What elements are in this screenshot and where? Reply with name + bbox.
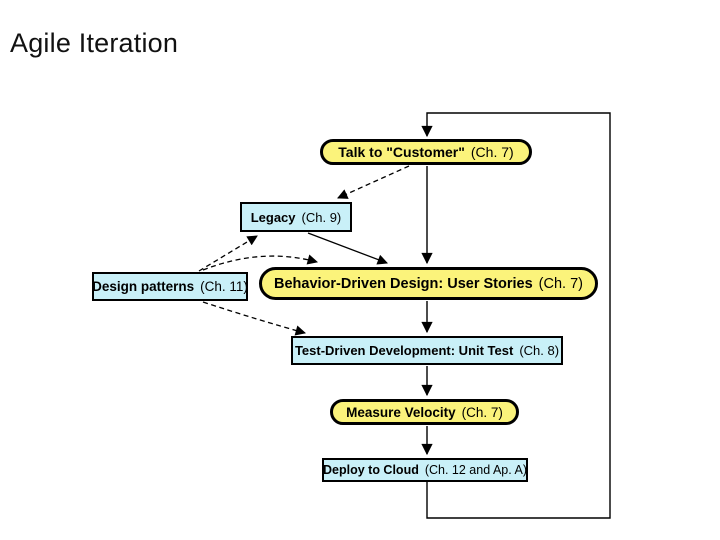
node-chapter-ref: (Ch. 7) xyxy=(538,275,583,292)
node-label: Measure Velocity xyxy=(346,404,456,420)
node-chapter-ref: (Ch. 9) xyxy=(301,209,342,225)
node-measure-velocity: Measure Velocity (Ch. 7) xyxy=(330,399,519,425)
node-label: Legacy xyxy=(250,209,296,225)
node-label: Deploy to Cloud xyxy=(323,463,419,477)
node-talk-to-customer: Talk to "Customer" (Ch. 7) xyxy=(320,139,532,165)
node-label: Design patterns xyxy=(92,279,195,294)
node-legacy: Legacy (Ch. 9) xyxy=(240,202,352,232)
node-label: Behavior-Driven Design: User Stories xyxy=(274,275,533,292)
node-chapter-ref: (Ch. 8) xyxy=(519,343,560,358)
node-chapter-ref: (Ch. 7) xyxy=(470,144,514,160)
node-test-driven-development: Test-Driven Development: Unit Test (Ch. … xyxy=(291,336,563,365)
edge-design-to-tdd xyxy=(202,301,307,336)
edge-design-to-bdd xyxy=(202,254,319,271)
node-label: Test-Driven Development: Unit Test xyxy=(294,343,514,358)
node-chapter-ref: (Ch. 12 and Ap. A) xyxy=(424,463,527,477)
node-chapter-ref: (Ch. 11) xyxy=(200,279,248,294)
node-deploy-to-cloud: Deploy to Cloud (Ch. 12 and Ap. A) xyxy=(322,458,528,482)
node-chapter-ref: (Ch. 7) xyxy=(461,404,503,420)
page-title: Agile Iteration xyxy=(10,28,179,58)
edge-legacy-to-bdd xyxy=(307,232,388,265)
edge-design-to-legacy xyxy=(198,235,258,272)
node-behavior-driven-design: Behavior-Driven Design: User Stories (Ch… xyxy=(259,267,598,300)
edge-talk-to-legacy xyxy=(337,165,410,199)
edge-loop-deploy-to-talk xyxy=(421,112,611,519)
node-label: Talk to "Customer" xyxy=(338,144,465,160)
node-design-patterns: Design patterns (Ch. 11) xyxy=(92,272,248,301)
